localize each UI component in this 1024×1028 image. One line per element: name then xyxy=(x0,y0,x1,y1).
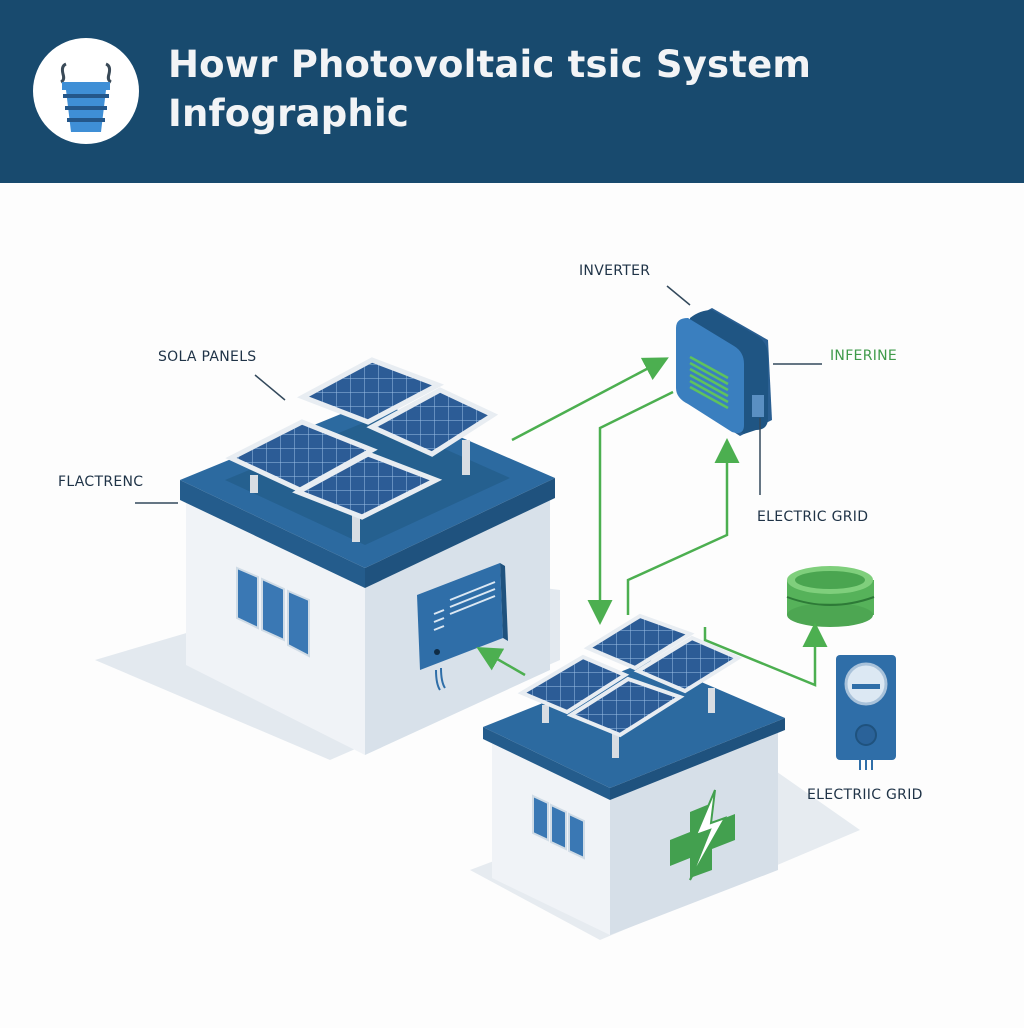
solar-panel-array xyxy=(225,357,499,542)
inverter-box xyxy=(666,285,822,495)
label-flactrenc: FLACTRENC xyxy=(58,474,144,490)
diagram-illustration xyxy=(95,285,896,940)
solar-panel-array-small xyxy=(517,613,743,758)
lightning-bolt-badge xyxy=(670,789,735,881)
green-battery-ring xyxy=(786,566,875,627)
title-line-2: Infographic xyxy=(168,92,409,135)
page-title: Howr Photovoltaic tsic System Infographi… xyxy=(168,40,811,138)
electric-meter xyxy=(836,655,896,770)
title-line-1: Howr Photovoltaic tsic System xyxy=(168,43,812,86)
window xyxy=(236,566,310,658)
header-banner: Howr Photovoltaic tsic System Infographi… xyxy=(0,0,1024,183)
label-electric-grid-top: ELECTRIC GRID xyxy=(757,509,869,525)
label-electric-grid-bottom: ELECTRIIC GRID xyxy=(807,787,923,803)
diagram-scene: INVERTER INFERINE SOLA PANELS FLACTRENC … xyxy=(0,183,1024,1024)
window xyxy=(532,794,585,860)
small-house xyxy=(483,613,785,935)
energy-flow-arrows xyxy=(476,357,828,687)
wall-charge-controller xyxy=(417,563,508,691)
logo-badge xyxy=(33,38,139,144)
battery-bucket-icon xyxy=(60,62,112,132)
label-solar-panels: SOLA PANELS xyxy=(158,349,257,365)
label-inverter: INVERTER xyxy=(579,263,651,279)
label-inferine: INFERINE xyxy=(830,348,898,364)
large-house xyxy=(180,357,555,755)
